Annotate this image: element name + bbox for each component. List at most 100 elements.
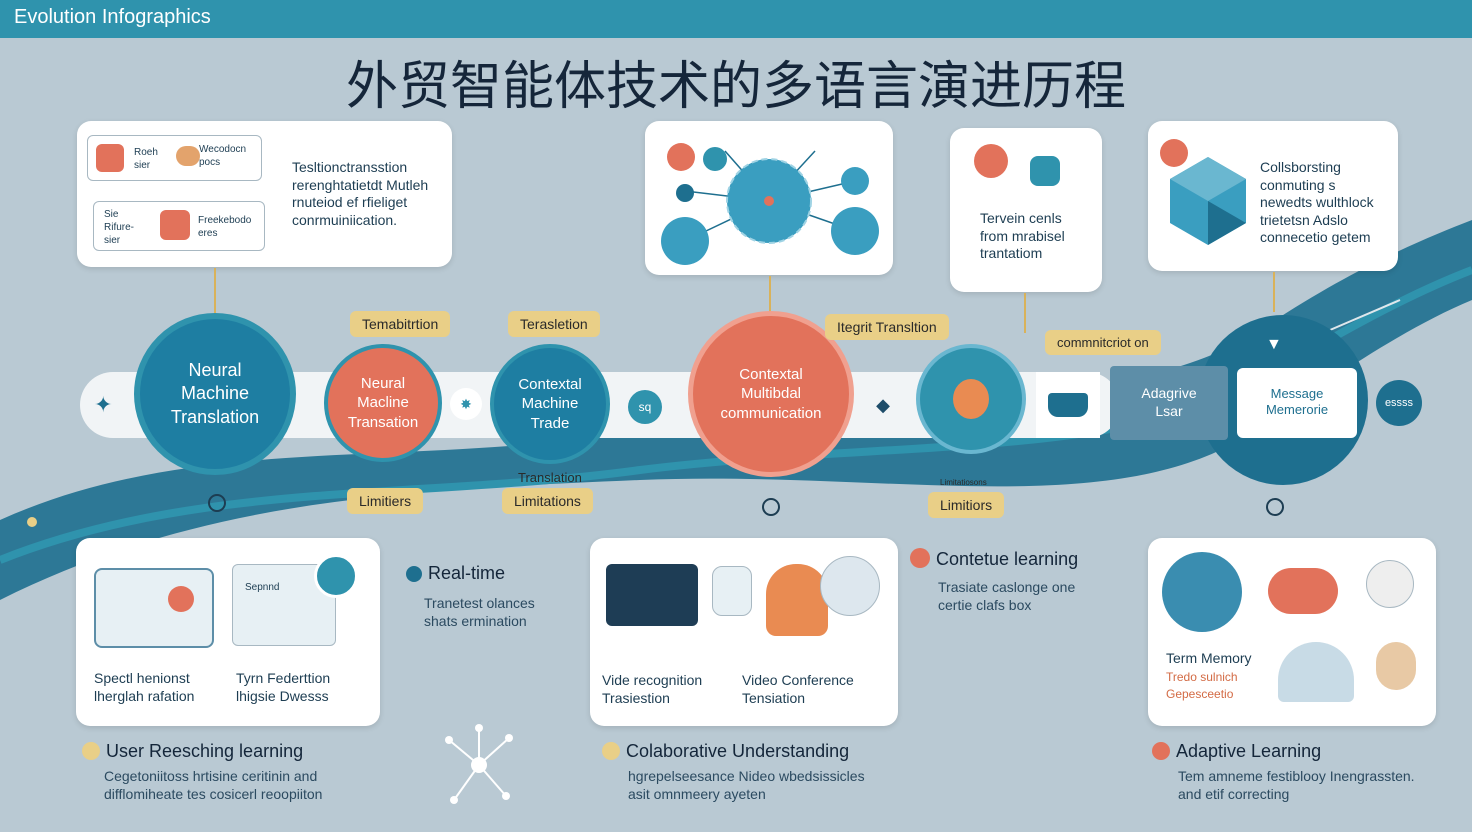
term-memory-sub-2: Gepesceetio xyxy=(1166,687,1234,701)
card4-line-3: newedts wulthlock xyxy=(1260,194,1374,210)
boy-avatar xyxy=(1376,642,1416,690)
bottom1-right-line-2: lhigsie Dwesss xyxy=(236,687,329,704)
adaptive-title-text: Adaptive Learning xyxy=(1176,741,1322,761)
bottom2-right-line-2: Tensiation xyxy=(742,689,806,706)
network-icon: ✦ xyxy=(94,392,113,417)
collaborative-dot-icon xyxy=(602,742,620,760)
orange-avatar-icon xyxy=(160,210,190,240)
contextual-dot-icon xyxy=(910,548,930,568)
bottom1-right-line-1: Tyrn Federttion xyxy=(236,670,331,686)
pill-limit-1: Limitiers xyxy=(347,488,424,514)
user-learning-line-2: difflomiheate tes cosicerl reoopiiton xyxy=(104,786,323,803)
stage4-line-3: communication xyxy=(720,404,822,422)
collaborative-title-text: Colaborative Understanding xyxy=(626,741,850,761)
bread-icon xyxy=(176,146,200,166)
message-memory-line-1: Message xyxy=(1270,386,1324,401)
chat-a-line-2: sier xyxy=(134,160,151,171)
top-card-translation: Roeh sier Wecodocn pocs Sie Rifure- sier… xyxy=(77,121,452,267)
user-learning-dot-icon xyxy=(82,742,100,760)
adaptive-user-box: Adagrive Lsar xyxy=(1110,366,1228,440)
contextual-title: Contetue learning xyxy=(910,548,1078,570)
chat-panel-b: Sie Rifure- sier Freekebodo eres xyxy=(93,201,265,251)
contextual-line-1: Trasiate caslonge one xyxy=(938,579,1076,595)
chat-b-line-2: Rifure- xyxy=(104,222,135,233)
stage4-line-1: Contextal xyxy=(739,365,803,383)
header-bar: Evolution Infographics xyxy=(0,0,1472,38)
device-icon xyxy=(1162,552,1242,632)
pill-integrit-translation: Itegrit Transltion xyxy=(825,314,949,340)
collaborative-line-1: hgrepelseesance Nideo wbedsissicles xyxy=(628,768,865,784)
contextual-line-2: certie clafs box xyxy=(938,597,1032,614)
card1-line-2: rerenghtatietdt Mutleh xyxy=(292,176,429,193)
side-a-line-1: Wecodocn xyxy=(199,144,247,155)
stage3-line-3: Trade xyxy=(530,414,570,432)
man-avatar xyxy=(1366,560,1414,608)
user-learning-title-text: User Reesching learning xyxy=(106,741,304,761)
chat-bubble-icon xyxy=(712,566,752,616)
stage-contextual-machine: Contextal Machine Trade xyxy=(490,344,610,464)
molecule-icon xyxy=(445,724,513,804)
card3-line-2: from mrabisel xyxy=(980,227,1065,244)
stage4-line-2: Multibdal xyxy=(740,385,801,403)
chat-panel-a: Roeh sier xyxy=(87,135,262,181)
stage-node-sq: sq xyxy=(628,390,662,424)
orange-dot-icon xyxy=(1160,139,1188,167)
cloud-icon xyxy=(1268,568,1338,614)
pill-transition-2: Terasletion xyxy=(508,311,600,337)
ship-icon xyxy=(1036,372,1100,438)
top-card-collaborating: Collsborsting conmuting s newedts wulthl… xyxy=(1148,121,1398,271)
realtime-line-1: Tranetest olances xyxy=(424,595,535,611)
top-card-multimodal: Tervein cenls from mrabisel trantatiom xyxy=(950,128,1102,292)
card3-line-1: Tervein cenls xyxy=(980,210,1062,226)
stage-nmt-line-2: Machine xyxy=(180,383,250,404)
pill-limit-3: Limitiors xyxy=(928,492,1005,518)
gears-graphic-icon xyxy=(94,568,214,648)
card1-line-4: conrmuiniication. xyxy=(292,211,398,228)
stage-nmt-line-1: Neural xyxy=(188,359,242,380)
stage3-line-1: Contextal xyxy=(518,375,582,393)
stage2-line-1: Neural xyxy=(360,374,406,392)
bottom-card-video: Vide recognition Trasiestion Video Confe… xyxy=(590,538,898,726)
end-badge-label: essss xyxy=(1384,396,1414,409)
end-badge: essss xyxy=(1376,380,1422,426)
monitor-icon xyxy=(606,564,698,626)
translation-label: Translation xyxy=(518,470,582,485)
stage2-line-3: Transation xyxy=(347,413,419,431)
card1-line-3: rnuteiod ef rfieliget xyxy=(292,194,408,210)
message-memory-line-2: Memerorie xyxy=(1265,401,1329,417)
pin-marker-icon xyxy=(762,498,780,516)
orange-avatar-icon xyxy=(96,144,124,172)
diamond-icon: ◆ xyxy=(876,394,890,415)
term-memory-sub-1: Tredo sulnich xyxy=(1166,670,1238,684)
user-learning-title: User Reesching learning xyxy=(82,741,303,762)
message-memory-box: Message Memerorie xyxy=(1237,368,1357,438)
pill-communication: commnitcriot on xyxy=(1045,330,1161,355)
elder-avatar xyxy=(1278,642,1354,702)
realtime-title: Real-time xyxy=(406,563,505,584)
adaptive-user-line-1: Adagrive xyxy=(1141,385,1197,401)
card4-line-2: conmuting s xyxy=(1260,176,1336,193)
term-memory-title: Term Memory xyxy=(1166,650,1252,666)
side-b-line-2: eres xyxy=(198,228,218,239)
woman-avatar xyxy=(766,564,828,636)
connector-line xyxy=(1024,293,1026,333)
stage-node-label: sq xyxy=(638,400,652,414)
stage-link-icon: ✸ xyxy=(450,388,482,420)
stage-assistant xyxy=(916,344,1026,454)
connector-line xyxy=(214,268,216,313)
stage-nmt-line-3: Translation xyxy=(170,406,260,427)
adaptive-line-2: and etif correcting xyxy=(1178,786,1290,803)
bottom-card-term-memory: Term Memory Tredo sulnich Gepesceetio xyxy=(1148,538,1436,726)
stage2-line-2: Macline xyxy=(357,394,409,412)
bottom2-right-line-1: Video Conference xyxy=(742,672,854,688)
id-card-badge: Sepnnd xyxy=(245,582,280,593)
adaptive-user-line-2: Lsar xyxy=(1155,403,1183,420)
adaptive-line-1: Tem amneme festiblooy Inengrassten. xyxy=(1178,768,1415,784)
connector-line xyxy=(1273,272,1275,312)
network-globe-icon xyxy=(661,143,879,265)
realtime-line-2: shats ermination xyxy=(424,613,527,630)
brand-label: Evolution Infographics xyxy=(14,6,211,28)
pin-marker-icon xyxy=(1266,498,1284,516)
card4-line-4: trietetsn Adslo xyxy=(1260,211,1348,228)
realtime-dot-icon xyxy=(406,566,422,582)
